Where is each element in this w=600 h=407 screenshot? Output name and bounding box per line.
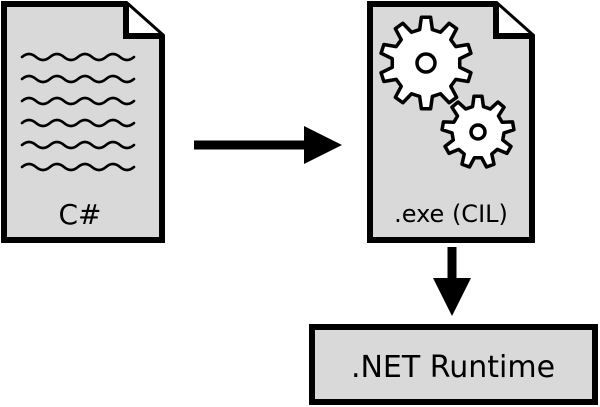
- compile-arrow: [194, 126, 342, 164]
- runtime-box: [309, 324, 598, 405]
- gear-small-hole: [469, 123, 487, 141]
- gear-icon-small: [440, 94, 516, 169]
- source-file-page: [1, 1, 165, 243]
- source-file-label: C#: [58, 198, 101, 231]
- gear-icon-large: [379, 15, 473, 111]
- source-file-fold: [123, 4, 162, 39]
- gear-large-hole: [415, 52, 437, 74]
- source-file-node: C#: [1, 1, 165, 243]
- code-lines-icon: [20, 52, 136, 172]
- compiled-file-label: .exe (CIL): [394, 200, 508, 228]
- run-arrow: [433, 247, 471, 316]
- compiled-file-fold: [493, 4, 532, 39]
- compiled-file-node: .exe (CIL): [367, 1, 535, 243]
- runtime-node: .NET Runtime: [309, 324, 598, 405]
- runtime-label: .NET Runtime: [351, 350, 555, 385]
